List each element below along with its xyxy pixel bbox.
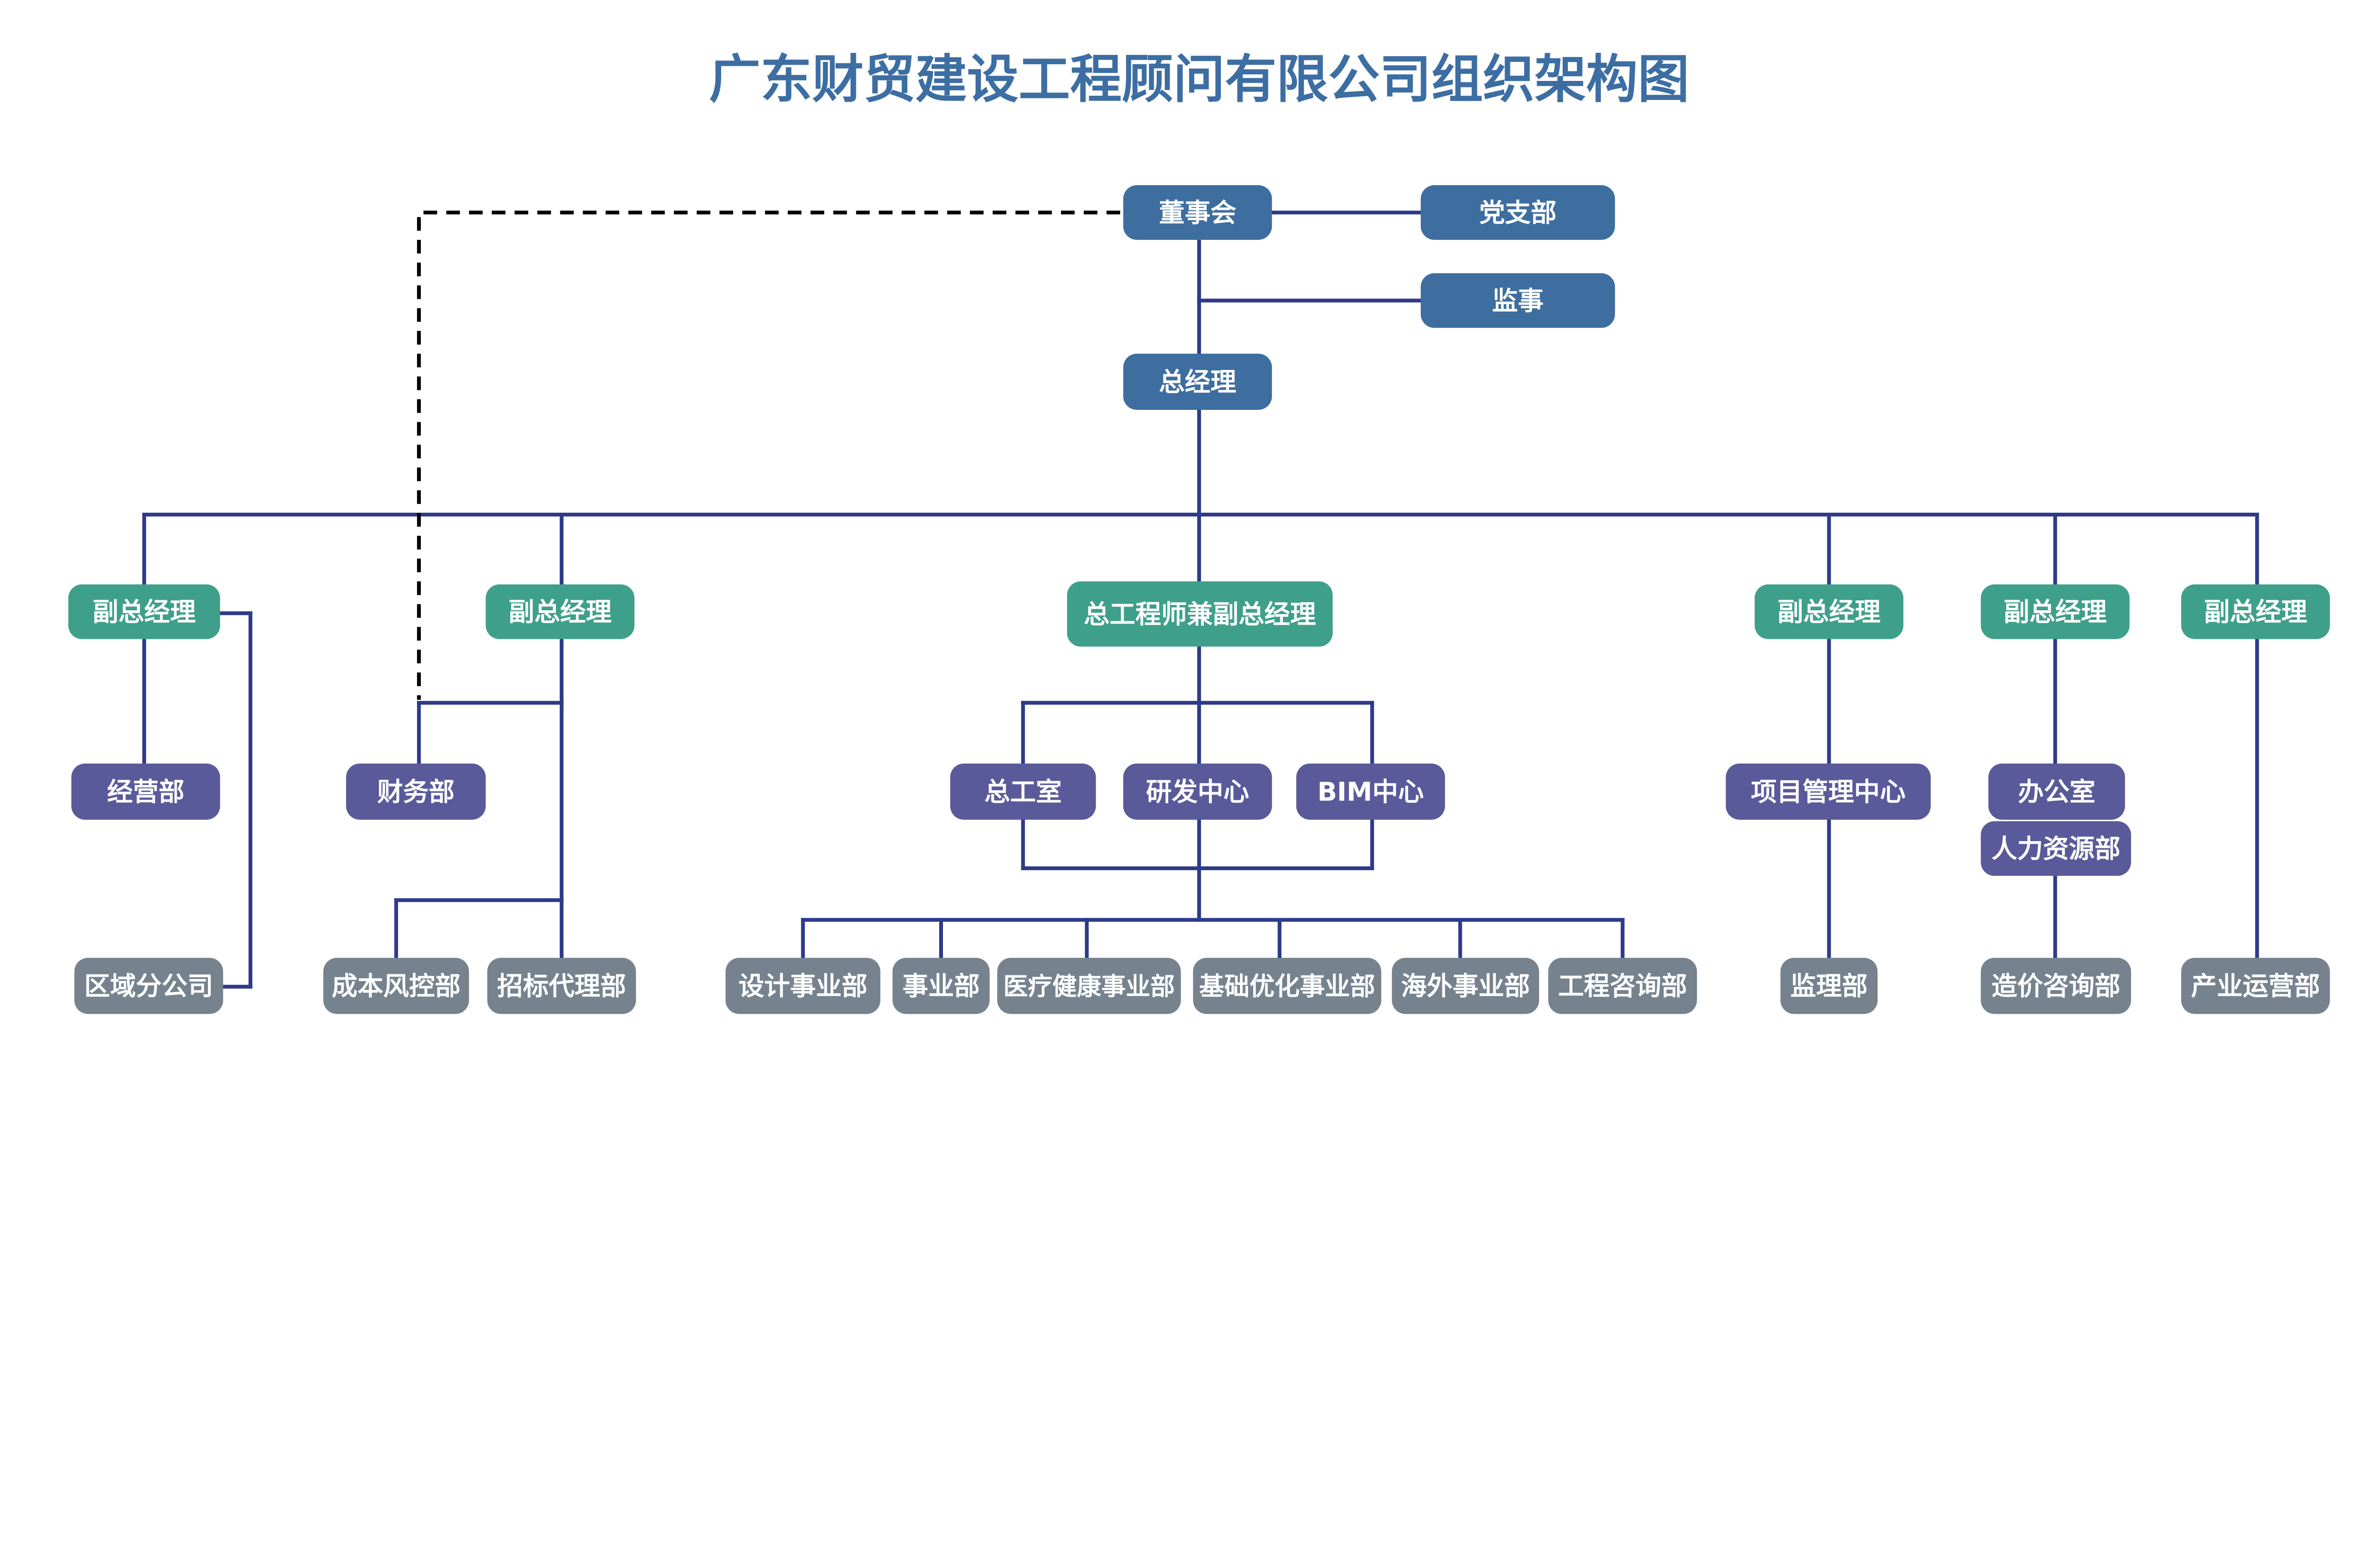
node-label: 副总经理 bbox=[93, 597, 196, 627]
org-node[interactable]: 财务部 bbox=[346, 763, 486, 820]
org-node[interactable]: 研发中心 bbox=[1123, 763, 1272, 820]
node-label: 副总经理 bbox=[508, 597, 612, 627]
node-box bbox=[725, 958, 881, 1014]
node-label: 财务部 bbox=[377, 777, 455, 807]
node-label: 监理部 bbox=[1790, 971, 1868, 1001]
node-box bbox=[1726, 763, 1931, 820]
node-box bbox=[1123, 185, 1272, 240]
org-node[interactable]: 人力资源部 bbox=[1981, 821, 2132, 876]
org-node[interactable]: 副总经理 bbox=[2181, 584, 2330, 639]
org-node[interactable]: 董事会 bbox=[1123, 185, 1272, 240]
node-label: 办公室 bbox=[2018, 777, 2095, 807]
org-node[interactable]: 设计事业部 bbox=[725, 958, 881, 1014]
node-box bbox=[1420, 273, 1615, 328]
chart-title: 广东财贸建设工程顾问有限公司组织架构图 bbox=[709, 49, 1689, 109]
org-node[interactable]: 招标代理部 bbox=[487, 958, 636, 1014]
org-node[interactable]: 产业运营部 bbox=[2181, 958, 2330, 1014]
org-node[interactable]: 工程咨询部 bbox=[1548, 958, 1697, 1014]
node-label: 总工室 bbox=[984, 777, 1062, 807]
org-node[interactable]: 海外事业部 bbox=[1392, 958, 1539, 1014]
org-node[interactable]: 成本风控部 bbox=[323, 958, 469, 1014]
node-label: BIM中心 bbox=[1318, 777, 1424, 807]
node-box bbox=[1123, 353, 1272, 410]
org-node[interactable]: 项目管理中心 bbox=[1726, 763, 1931, 820]
node-box bbox=[1067, 581, 1333, 647]
node-box bbox=[1548, 958, 1697, 1014]
node-box bbox=[68, 584, 220, 639]
org-node[interactable]: 区域分公司 bbox=[74, 958, 223, 1014]
node-label: 党支部 bbox=[1479, 198, 1557, 228]
org-node[interactable]: 监理部 bbox=[1780, 958, 1878, 1014]
org-node[interactable]: BIM中心 bbox=[1296, 763, 1445, 820]
org-node[interactable]: 经营部 bbox=[71, 763, 220, 820]
node-box bbox=[950, 763, 1096, 820]
node-label: 监事 bbox=[1492, 286, 1544, 316]
node-box bbox=[1988, 763, 2125, 820]
org-node[interactable]: 党支部 bbox=[1420, 185, 1615, 240]
org-chart: 广东财贸建设工程顾问有限公司组织架构图 董事会党支部监事总经理副总经理副总经理总… bbox=[68, 49, 2330, 1014]
node-label: 设计事业部 bbox=[738, 971, 867, 1001]
org-node[interactable]: 副总经理 bbox=[1755, 584, 1904, 639]
node-box bbox=[1981, 958, 2132, 1014]
dashed-supervision-line bbox=[417, 210, 1121, 700]
node-box bbox=[74, 958, 223, 1014]
node-box bbox=[1755, 584, 1904, 639]
node-box bbox=[487, 958, 636, 1014]
node-box bbox=[892, 958, 990, 1014]
node-label: 基础优化事业部 bbox=[1199, 972, 1375, 1001]
node-label: 项目管理中心 bbox=[1751, 777, 1905, 807]
node-label: 成本风控部 bbox=[332, 971, 461, 1001]
node-label: 董事会 bbox=[1159, 198, 1237, 228]
node-label: 总工程师兼副总经理 bbox=[1084, 599, 1316, 629]
connector-lines bbox=[142, 210, 2259, 989]
node-label: 招标代理部 bbox=[497, 971, 626, 1001]
org-node[interactable]: 总工室 bbox=[950, 763, 1096, 820]
node-label: 医疗健康事业部 bbox=[1003, 973, 1175, 1001]
org-node[interactable]: 副总经理 bbox=[1981, 584, 2130, 639]
org-node[interactable]: 事业部 bbox=[892, 958, 990, 1014]
org-node[interactable]: 副总经理 bbox=[486, 584, 635, 639]
node-box bbox=[486, 584, 635, 639]
node-label: 区域分公司 bbox=[84, 971, 213, 1001]
node-label: 总经理 bbox=[1159, 367, 1237, 397]
node-label: 造价咨询部 bbox=[1992, 971, 2121, 1001]
node-label: 工程咨询部 bbox=[1558, 971, 1687, 1001]
node-label: 副总经理 bbox=[1777, 597, 1881, 627]
node-box bbox=[1392, 958, 1539, 1014]
node-box bbox=[1981, 821, 2132, 876]
node-box bbox=[2181, 584, 2330, 639]
org-node[interactable]: 副总经理 bbox=[68, 584, 220, 639]
node-label: 人力资源部 bbox=[1992, 834, 2121, 864]
node-box bbox=[71, 763, 220, 820]
node-box bbox=[1123, 763, 1272, 820]
node-label: 经营部 bbox=[107, 777, 185, 807]
node-box bbox=[1780, 958, 1878, 1014]
org-node[interactable]: 基础优化事业部 bbox=[1193, 958, 1381, 1014]
node-label: 事业部 bbox=[902, 971, 980, 1001]
node-label: 研发中心 bbox=[1146, 777, 1250, 807]
org-node[interactable]: 总经理 bbox=[1123, 353, 1272, 410]
node-box bbox=[2181, 958, 2330, 1014]
node-box bbox=[1981, 584, 2130, 639]
org-node[interactable]: 总工程师兼副总经理 bbox=[1067, 581, 1333, 647]
node-label: 海外事业部 bbox=[1401, 971, 1530, 1001]
node-label: 产业运营部 bbox=[2191, 971, 2320, 1001]
org-node[interactable]: 办公室 bbox=[1988, 763, 2125, 820]
org-node[interactable]: 造价咨询部 bbox=[1981, 958, 2132, 1014]
node-box bbox=[346, 763, 486, 820]
node-label: 副总经理 bbox=[2204, 597, 2307, 627]
org-node[interactable]: 医疗健康事业部 bbox=[997, 958, 1181, 1014]
node-box bbox=[1420, 185, 1615, 240]
org-node[interactable]: 监事 bbox=[1420, 273, 1615, 328]
node-box bbox=[1296, 763, 1445, 820]
node-box bbox=[1193, 958, 1381, 1014]
node-box bbox=[997, 958, 1181, 1014]
node-label: 副总经理 bbox=[2003, 597, 2107, 627]
node-box bbox=[323, 958, 469, 1014]
